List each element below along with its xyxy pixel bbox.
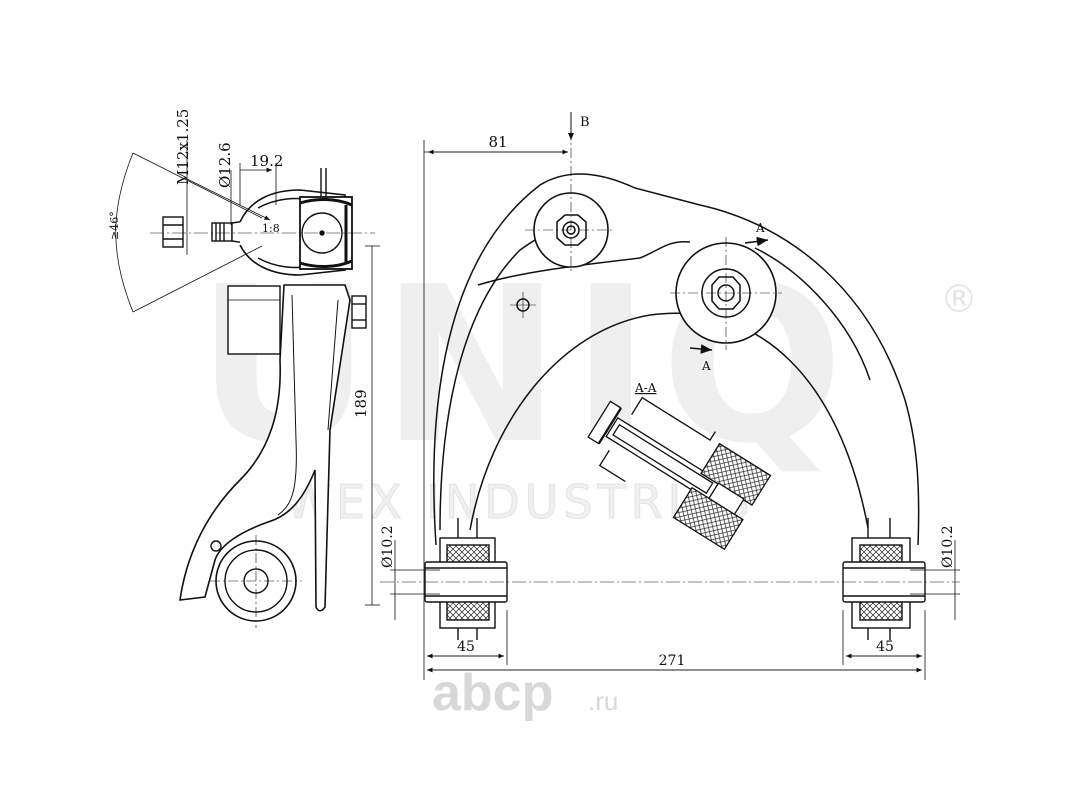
dim-pin-width: 19.2 (250, 152, 283, 170)
arm-profile (179, 284, 351, 612)
dim-bushing-len-right: 45 (876, 639, 894, 655)
dim-pin-diameter: Ø12.6 (216, 142, 234, 188)
abcp-logo-suffix: .ru (588, 686, 618, 716)
left-bushing (424, 518, 508, 640)
dim-bushing-len-left: 45 (457, 639, 475, 655)
front-view-dimensions (380, 140, 960, 680)
watermark-registered: ® (940, 277, 978, 321)
dim-thread: M12x1.25 (174, 109, 192, 185)
watermark-subtitle: WEX INDUSTRIES (286, 475, 755, 529)
dim-taper: 1:8 (262, 222, 280, 235)
nut-icon (162, 216, 184, 248)
dim-angle: ≥46° (108, 211, 121, 240)
section-mark-bottom: A (701, 359, 711, 373)
dim-span: 271 (659, 653, 686, 669)
dim-bushing-dia-right: Ø10.2 (940, 525, 956, 568)
section-title: A-A (634, 381, 657, 395)
view-label-b: B (580, 115, 590, 130)
dim-height: 189 (352, 389, 370, 418)
abcp-logo: abcp .ru (432, 664, 618, 722)
dim-offset-top: 81 (488, 133, 507, 151)
front-view (433, 112, 920, 546)
right-bushing (842, 518, 926, 640)
side-view (150, 168, 375, 628)
control-arm-outer (433, 173, 920, 546)
section-detail (587, 396, 772, 551)
dim-bushing-dia-left: Ø10.2 (380, 525, 396, 568)
side-view-dimensions (115, 140, 380, 606)
lower-eye (210, 535, 302, 628)
side-bushing (227, 285, 281, 355)
abcp-logo-text: abcp (432, 664, 553, 722)
section-mark-top: A (755, 221, 765, 235)
